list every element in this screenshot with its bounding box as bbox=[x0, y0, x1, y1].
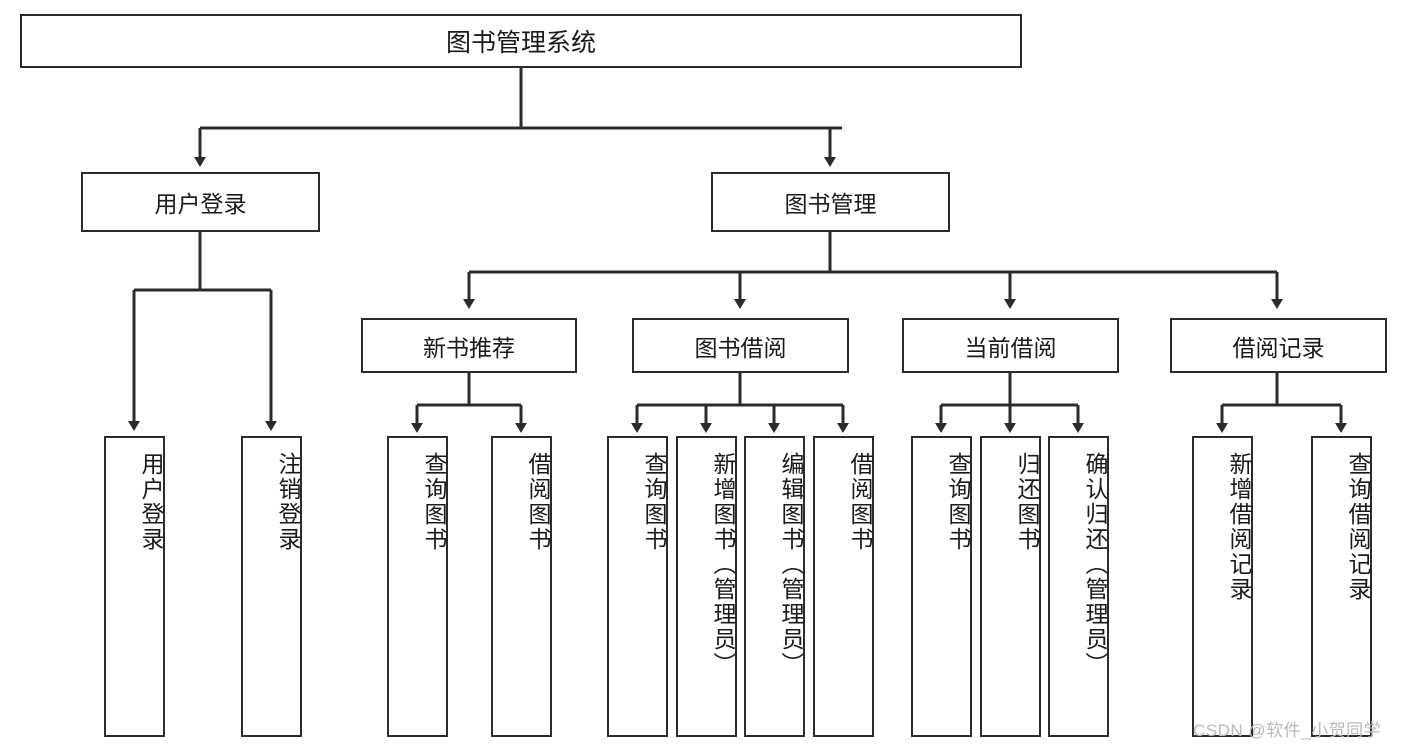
node-leaf-add-book[interactable]: 新增图书（管理员） bbox=[676, 436, 737, 737]
node-book-borrow[interactable]: 图书借阅 bbox=[632, 318, 849, 373]
node-leaf-user-login-label: 用户登录 bbox=[138, 452, 164, 552]
node-leaf-query-record[interactable]: 查询借阅记录 bbox=[1311, 436, 1372, 737]
node-root[interactable]: 图书管理系统 bbox=[20, 14, 1022, 68]
node-leaf-add-record-label: 新增借阅记录 bbox=[1226, 452, 1252, 602]
node-borrow-record-label: 借阅记录 bbox=[1232, 334, 1325, 361]
node-user-login-label: 用户登录 bbox=[154, 191, 247, 217]
node-book-borrow-label: 图书借阅 bbox=[694, 334, 787, 361]
node-leaf-borrow-book-1[interactable]: 借阅图书 bbox=[491, 436, 552, 737]
node-leaf-logout[interactable]: 注销登录 bbox=[241, 436, 302, 737]
node-leaf-edit-book[interactable]: 编辑图书（管理员） bbox=[744, 436, 805, 737]
node-new-book-rec-label: 新书推荐 bbox=[423, 334, 515, 361]
node-leaf-edit-book-label: 编辑图书（管理员） bbox=[778, 452, 804, 677]
node-leaf-query-record-label: 查询借阅记录 bbox=[1345, 452, 1371, 602]
node-leaf-logout-label: 注销登录 bbox=[275, 452, 301, 552]
node-leaf-return-book-label: 归还图书 bbox=[1014, 452, 1040, 552]
node-leaf-borrow-book-1-label: 借阅图书 bbox=[525, 452, 551, 552]
node-book-manage[interactable]: 图书管理 bbox=[711, 172, 950, 232]
node-leaf-query-book-2-label: 查询图书 bbox=[641, 452, 667, 552]
node-leaf-query-book-1[interactable]: 查询图书 bbox=[387, 436, 448, 737]
node-leaf-query-book-3-label: 查询图书 bbox=[945, 452, 971, 552]
node-current-borrow-label: 当前借阅 bbox=[964, 334, 1057, 361]
node-leaf-query-book-2[interactable]: 查询图书 bbox=[607, 436, 668, 737]
node-new-book-rec[interactable]: 新书推荐 bbox=[361, 318, 577, 373]
node-leaf-user-login[interactable]: 用户登录 bbox=[104, 436, 165, 737]
node-leaf-borrow-book-2-label: 借阅图书 bbox=[847, 452, 873, 552]
node-leaf-query-book-3[interactable]: 查询图书 bbox=[911, 436, 972, 737]
node-current-borrow[interactable]: 当前借阅 bbox=[902, 318, 1119, 373]
node-borrow-record[interactable]: 借阅记录 bbox=[1170, 318, 1387, 373]
node-root-label: 图书管理系统 bbox=[445, 29, 596, 57]
node-leaf-confirm-return-label: 确认归还（管理员） bbox=[1082, 452, 1108, 677]
node-user-login[interactable]: 用户登录 bbox=[81, 172, 320, 232]
node-leaf-add-record[interactable]: 新增借阅记录 bbox=[1192, 436, 1253, 737]
node-leaf-borrow-book-2[interactable]: 借阅图书 bbox=[813, 436, 874, 737]
node-leaf-return-book[interactable]: 归还图书 bbox=[980, 436, 1041, 737]
node-leaf-confirm-return[interactable]: 确认归还（管理员） bbox=[1048, 436, 1109, 737]
node-leaf-query-book-1-label: 查询图书 bbox=[421, 452, 447, 552]
node-leaf-add-book-label: 新增图书（管理员） bbox=[710, 452, 736, 677]
node-book-manage-label: 图书管理 bbox=[784, 191, 877, 217]
